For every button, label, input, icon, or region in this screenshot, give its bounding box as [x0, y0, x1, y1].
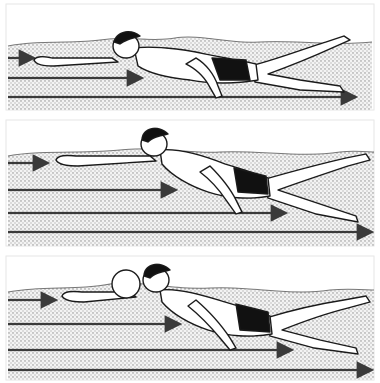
panel-1: [6, 4, 374, 110]
panel-3: [6, 256, 374, 380]
panel-3-breath-bubble: [112, 270, 140, 298]
panel-2: [6, 120, 374, 246]
